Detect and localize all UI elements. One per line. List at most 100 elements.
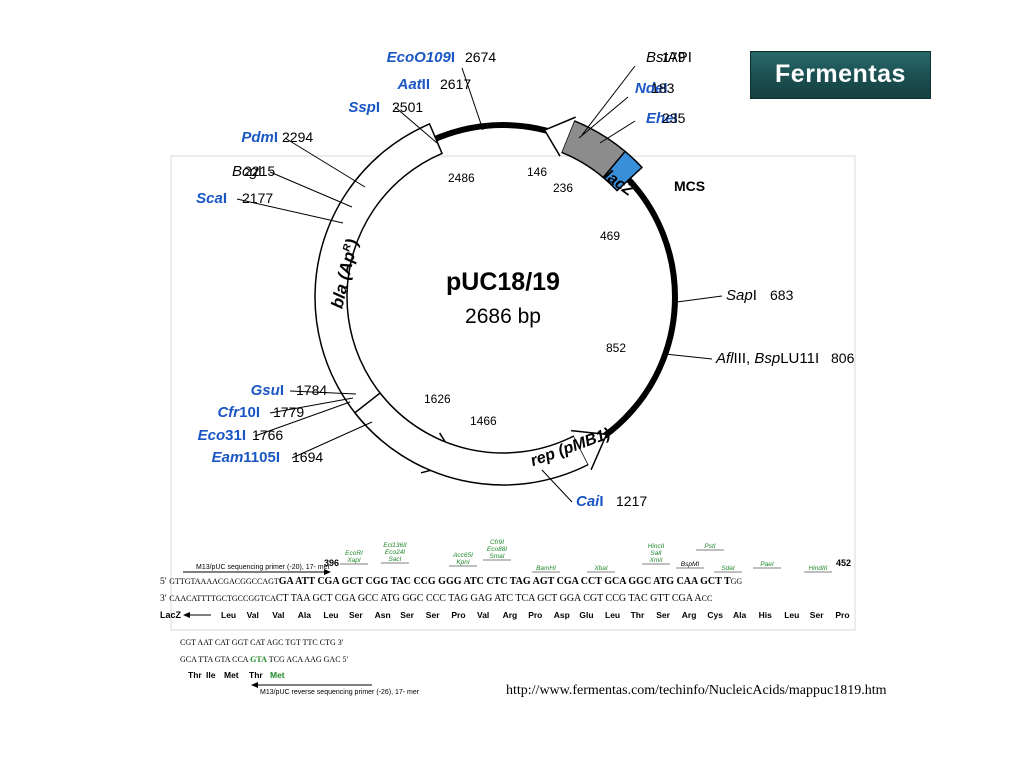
lower-top-strand: CGT AAT CAT GGT CAT AGC TGT TTC CTG 3′ <box>180 638 344 647</box>
svg-text:KpnI: KpnI <box>456 559 470 566</box>
aa-7: Ser <box>400 610 414 620</box>
aa-1: Val <box>247 610 259 620</box>
plasmid-circle <box>314 116 678 486</box>
aa-12: Pro <box>528 610 542 620</box>
lower-aa-3: Thr <box>249 670 263 680</box>
aa-21: His <box>759 610 773 620</box>
svg-text:2294: 2294 <box>282 129 313 145</box>
rev-primer-arrowhead <box>251 682 258 688</box>
svg-text:SapI: SapI <box>726 287 757 304</box>
site-aatii: AatII 2617 <box>396 76 471 93</box>
aa-6: Asn <box>375 610 391 620</box>
bla-arrow <box>314 122 444 469</box>
svg-text:806: 806 <box>831 350 855 366</box>
pos-left: 396 <box>324 558 339 568</box>
svg-text:AatII: AatII <box>396 76 430 93</box>
svg-text:PaeI: PaeI <box>760 561 774 568</box>
inner-pos-1626: 1626 <box>424 392 451 406</box>
svg-text:1784: 1784 <box>296 382 327 398</box>
svg-text:PstI: PstI <box>704 543 715 550</box>
svg-text:2215: 2215 <box>244 163 275 179</box>
figure-frame <box>170 155 856 631</box>
fwd-primer-label: M13/pUC sequencing primer (-20), 17- mer <box>196 564 330 571</box>
plasmid-name: pUC18/19 <box>446 268 560 296</box>
svg-text:BstAPI: BstAPI <box>646 49 692 66</box>
source-url: http://www.fermentas.com/techinfo/Nuclei… <box>506 683 887 698</box>
svg-text:2617: 2617 <box>440 76 471 92</box>
lower-aa-2: Met <box>224 670 239 680</box>
svg-text:179: 179 <box>662 49 686 65</box>
aa-20: Ala <box>733 610 747 620</box>
fermentas-logo: Fermentas <box>750 51 931 99</box>
aa-24: Pro <box>835 610 849 620</box>
svg-text:235: 235 <box>662 110 686 126</box>
mcs-enzyme-bamhi: BamHI <box>532 565 560 573</box>
svg-text:XbaI: XbaI <box>593 565 608 572</box>
svg-text:1217: 1217 <box>616 493 647 509</box>
mcs-enzyme-paei: PaeI <box>753 561 781 569</box>
svg-text:BspMI: BspMI <box>681 561 700 568</box>
svg-text:Eam1105I: Eam1105I <box>212 449 280 466</box>
aa-8: Ser <box>426 610 440 620</box>
site-gsui: GsuI 1784 <box>251 382 357 399</box>
svg-text:Acc65I: Acc65I <box>452 552 473 559</box>
aa-14: Glu <box>579 610 593 620</box>
aa-2: Val <box>272 610 284 620</box>
svg-text:683: 683 <box>770 287 794 303</box>
mcs-enzyme-psti: PstI <box>696 543 724 551</box>
aa-3: Ala <box>298 610 312 620</box>
svg-text:BcgI: BcgI <box>232 163 262 180</box>
svg-text:SspI: SspI <box>348 99 380 116</box>
svg-text:XmiI: XmiI <box>649 557 663 564</box>
svg-text:SdaI: SdaI <box>721 565 735 572</box>
inner-pos-146: 146 <box>527 165 547 179</box>
lacz-arrowhead <box>543 116 576 157</box>
svg-text:ScaI: ScaI <box>196 190 227 207</box>
top-strand: 5′ GTTGTAAAACGACGGCCAGTGA ATT CGA GCT CG… <box>160 576 742 587</box>
svg-text:183: 183 <box>651 80 675 96</box>
svg-text:EheI: EheI <box>646 110 678 127</box>
svg-text:2674: 2674 <box>465 49 496 65</box>
aa-0: Leu <box>221 610 236 620</box>
svg-text:EcoO109I: EcoO109I <box>387 49 455 66</box>
svg-text:HindIII: HindIII <box>809 565 828 572</box>
svg-text:GsuI: GsuI <box>251 382 284 399</box>
inner-pos-469: 469 <box>600 229 620 243</box>
aa-23: Ser <box>810 610 824 620</box>
bottom-strand: 3′ CAACATTTTGCTGCCGGTCACT TAA GCT CGA GC… <box>160 593 712 604</box>
svg-text:SacI: SacI <box>388 556 401 563</box>
svg-text:AflIII, BspLU11I: AflIII, BspLU11I <box>715 350 819 367</box>
aa-19: Cys <box>707 610 723 620</box>
mcs-enzyme-bspmi: BspMI <box>676 561 704 569</box>
pos-right: 452 <box>836 558 851 568</box>
svg-text:1766: 1766 <box>252 427 283 443</box>
lower-aa-1: Ile <box>206 670 216 680</box>
lacz-arrowhead-seq <box>183 612 190 618</box>
mcs-label: MCS <box>674 178 705 194</box>
svg-text:XapI: XapI <box>346 557 361 564</box>
svg-text:HincII: HincII <box>648 543 665 550</box>
svg-text:SalI: SalI <box>650 550 661 557</box>
svg-text:Cfr10I: Cfr10I <box>217 404 260 421</box>
aa-17: Ser <box>656 610 670 620</box>
aa-10: Val <box>477 610 489 620</box>
inner-pos-852: 852 <box>606 341 626 355</box>
mcs-enzyme-xbai: XbaI <box>587 565 615 573</box>
aa-5: Ser <box>349 610 363 620</box>
mcs-enzyme-hindiii: HindIII <box>804 565 832 573</box>
rep-arrowhead <box>571 429 608 471</box>
